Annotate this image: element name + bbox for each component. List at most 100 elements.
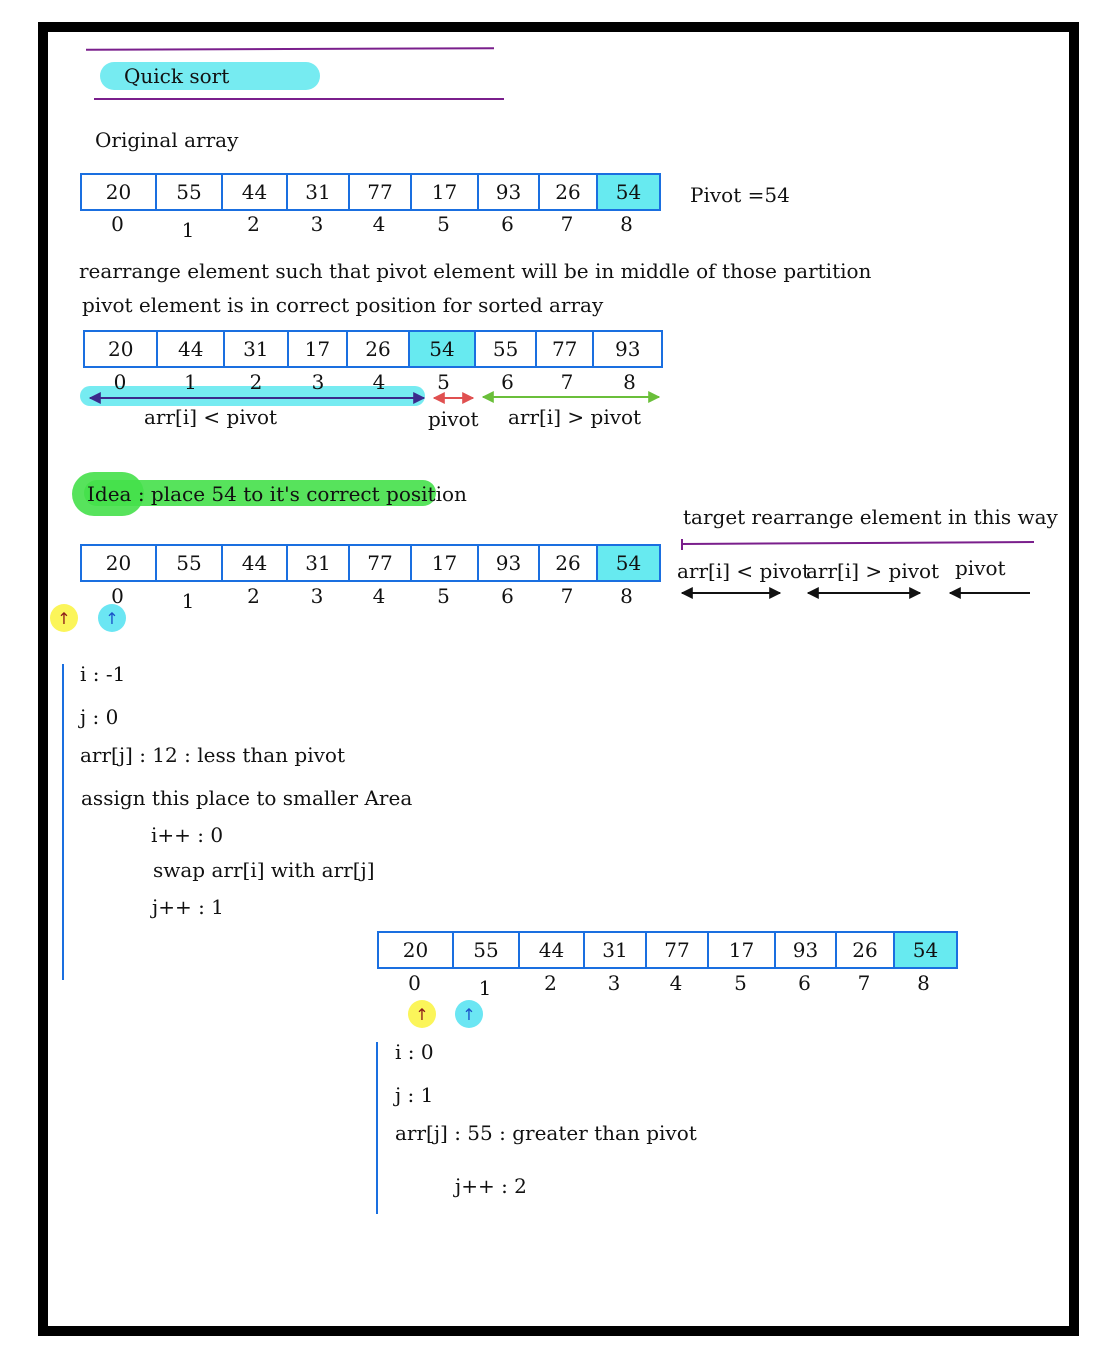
array-index: 4 <box>372 584 386 608</box>
array-cell: 44 <box>158 332 226 366</box>
partitioned-array: 20 44 31 17 26 54 55 77 93 <box>83 330 663 368</box>
array-cell: 20 <box>85 332 159 366</box>
pivot-label: Pivot =54 <box>690 183 790 207</box>
array-index: 0 <box>111 584 124 608</box>
description-line-1: rearrange element such that pivot elemen… <box>79 259 872 283</box>
array-cell: 20 <box>379 933 454 967</box>
array-cell: 26 <box>540 546 598 580</box>
array-index: 4 <box>372 212 386 236</box>
array-cell: 31 <box>585 933 647 967</box>
step2-bracket <box>376 1042 378 1214</box>
page-frame <box>38 22 1079 1336</box>
array-cell: 20 <box>82 546 157 580</box>
j-pointer-arrow-icon: ↑ <box>455 1000 483 1028</box>
partitioned-array-indices: 0 1 2 3 4 5 6 7 8 <box>83 370 663 394</box>
array-index: 3 <box>310 584 324 608</box>
target-rule <box>681 541 1035 545</box>
array-index: 0 <box>111 212 124 236</box>
i-pointer-arrow-icon: ↑ <box>408 1000 436 1028</box>
array-index: 3 <box>311 370 325 394</box>
original-array: 20 55 44 31 77 17 93 26 54 <box>80 173 661 211</box>
array-cell: 93 <box>615 337 641 361</box>
array-index: 6 <box>501 212 514 236</box>
description-line-2: pivot element is in correct position for… <box>82 293 604 317</box>
array-cell: 20 <box>82 175 157 209</box>
array-index: 2 <box>249 370 263 394</box>
array-cell: 26 <box>837 933 895 967</box>
array-index: 5 <box>734 971 747 995</box>
array-cell: 93 <box>479 175 540 209</box>
array-index: 6 <box>501 584 514 608</box>
array-index: 1 <box>181 218 195 242</box>
array-index: 8 <box>620 584 633 608</box>
array-index: 7 <box>560 370 574 394</box>
step2-array-indices: 0 1 2 3 4 5 6 7 8 <box>377 971 954 1000</box>
pivot-partition-label: pivot <box>428 407 479 431</box>
step1-increment-j: j++ : 1 <box>152 895 224 919</box>
target-pivot-label: pivot <box>955 556 1006 580</box>
array-index: 5 <box>437 212 450 236</box>
array-cell: 26 <box>540 175 598 209</box>
step1-increment-i: i++ : 0 <box>151 823 224 847</box>
array-cell: 93 <box>776 933 837 967</box>
array-cell: 17 <box>289 332 349 366</box>
title-highlight <box>100 62 320 90</box>
step2-i: i : 0 <box>395 1040 434 1064</box>
array-index: 3 <box>607 971 621 995</box>
less-partition-label: arr[i] < pivot <box>144 405 278 429</box>
idea-highlight <box>84 480 436 506</box>
array-index: 7 <box>560 584 574 608</box>
step1-arrj: arr[j] : 12 : less than pivot <box>80 743 345 767</box>
array-index: 8 <box>620 212 633 236</box>
array-cell: 31 <box>225 332 289 366</box>
array-cell: 77 <box>537 332 595 366</box>
step1-j: j : 0 <box>80 705 119 729</box>
array-index: 8 <box>623 370 636 394</box>
target-less-label: arr[i] < pivot <box>677 559 811 583</box>
array-index: 1 <box>184 370 197 394</box>
array-cell: 55 <box>476 332 537 366</box>
array-index: 0 <box>113 370 127 394</box>
target-greater-label: arr[i] > pivot <box>806 559 940 583</box>
step2-arrj: arr[j] : 55 : greater than pivot <box>395 1121 697 1145</box>
array-cell: 55 <box>157 175 223 209</box>
array-cell-pivot: 54 <box>895 933 956 967</box>
step2-array: 20 55 44 31 77 17 93 26 54 <box>377 931 958 969</box>
array-cell: 44 <box>223 175 288 209</box>
j-pointer-arrow-icon: ↑ <box>98 604 126 632</box>
original-array-indices: 0 1 2 3 4 5 6 7 8 <box>80 212 657 242</box>
array-index: 1 <box>181 589 195 613</box>
step1-i: i : -1 <box>80 662 126 686</box>
step1-swap: swap arr[i] with arr[j] <box>153 858 375 882</box>
array-index: 6 <box>501 370 514 394</box>
step2-j: j : 1 <box>395 1083 434 1107</box>
array-cell: 17 <box>709 933 776 967</box>
array-cell: 55 <box>454 933 520 967</box>
target-text: target rearrange element in this way <box>683 505 1058 529</box>
array-index: 1 <box>478 976 492 1000</box>
step1-array: 20 55 44 31 77 17 93 26 54 <box>80 544 661 582</box>
array-index: 5 <box>437 370 450 394</box>
array-index: 6 <box>798 971 811 995</box>
array-cell: 77 <box>350 175 412 209</box>
array-cell-pivot: 54 <box>409 332 477 366</box>
array-cell: 77 <box>350 546 412 580</box>
step2-increment-j: j++ : 2 <box>455 1174 527 1198</box>
page-title: Quick sort <box>124 64 230 88</box>
array-index: 8 <box>917 971 930 995</box>
array-cell: 17 <box>412 546 479 580</box>
array-cell: 93 <box>479 546 540 580</box>
array-cell: 31 <box>288 546 350 580</box>
array-index: 4 <box>669 971 683 995</box>
array-index: 0 <box>408 971 421 995</box>
array-cell: 77 <box>647 933 709 967</box>
array-index: 7 <box>857 971 871 995</box>
greater-partition-label: arr[i] > pivot <box>508 405 642 429</box>
array-cell: 44 <box>520 933 585 967</box>
array-index: 7 <box>560 212 574 236</box>
step1-bracket <box>62 664 64 980</box>
array-index: 2 <box>544 971 557 995</box>
array-cell: 17 <box>412 175 479 209</box>
array-cell: 31 <box>288 175 350 209</box>
